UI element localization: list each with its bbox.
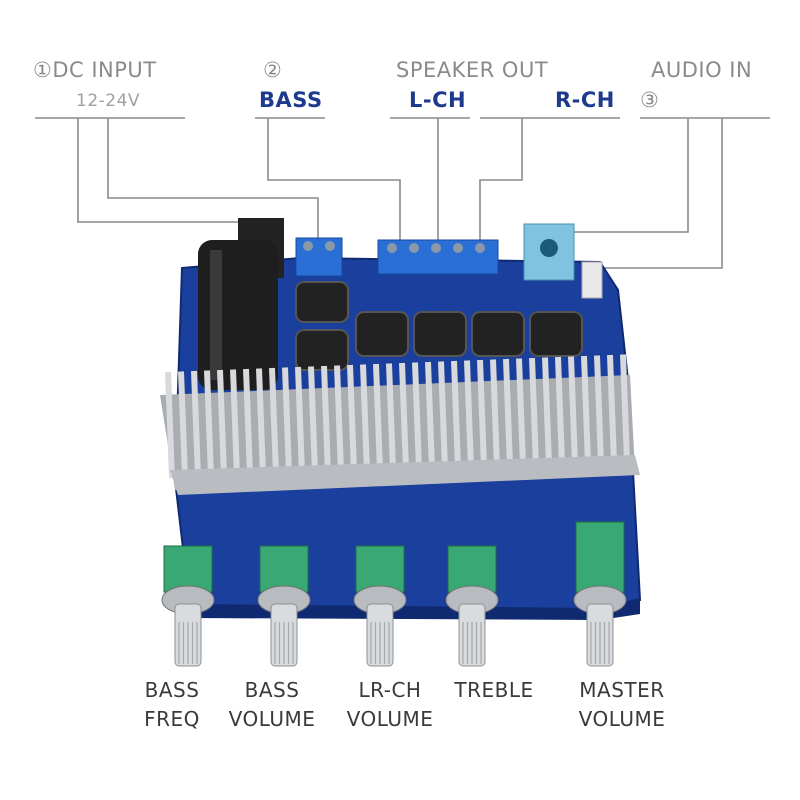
potentiometers: [161, 521, 627, 667]
heatsink-fin: [191, 370, 201, 478]
heatsink-fin: [217, 369, 227, 477]
heatsink: [160, 354, 640, 495]
knob-label-treble: TREBLE: [454, 678, 534, 702]
knob-label-bass-volume: BASS VOLUME: [228, 678, 316, 731]
potentiometer-knob[interactable]: [353, 545, 407, 667]
heatsink-fin: [399, 362, 409, 471]
heatsink-fin: [490, 359, 500, 467]
heatsink-fin: [308, 366, 318, 474]
heatsink-fin: [516, 358, 526, 466]
heatsink-fin: [230, 369, 240, 476]
heatsink-fin: [568, 356, 578, 465]
heatsink-fin: [620, 354, 630, 463]
heatsink-fin: [594, 355, 604, 464]
capacitor: [198, 218, 284, 390]
potentiometer-knob[interactable]: [257, 545, 311, 667]
audio-jack: [523, 223, 575, 281]
heatsink-fin: [451, 360, 461, 469]
right-channel-label: R-CH: [555, 88, 615, 112]
speaker-terminal: [377, 239, 499, 275]
heatsink-fin: [165, 371, 175, 479]
heatsink-fin: [581, 355, 591, 464]
heatsink-fin: [529, 357, 539, 466]
leader-lines: [35, 117, 770, 269]
heatsink-fin: [204, 370, 214, 477]
knob-label-bass-freq: BASS FREQ: [144, 678, 200, 731]
potentiometer-knob[interactable]: [573, 521, 627, 667]
bass-number-label: ②: [263, 58, 283, 82]
heatsink-fin: [256, 368, 266, 475]
knob-label-master-volume: MASTER VOLUME: [578, 678, 666, 731]
heatsink-fin: [347, 364, 357, 472]
heatsink-fin: [438, 361, 448, 469]
heatsink-fin: [321, 365, 331, 473]
speaker-out-label: SPEAKER OUT: [396, 58, 549, 82]
heatsink-fin: [425, 361, 435, 470]
heatsink-fin: [503, 358, 513, 467]
left-channel-label: L-CH: [409, 88, 467, 112]
heatsink-fin: [464, 360, 474, 468]
potentiometer-knob[interactable]: [161, 545, 215, 667]
heatsink-fin: [243, 368, 253, 476]
aux-connector: [581, 261, 603, 299]
dc-voltage-label: 12-24V: [76, 91, 141, 111]
heatsink-fin: [373, 363, 383, 471]
heatsink-fin: [282, 367, 292, 475]
dc-input-label: ①DC INPUT: [33, 58, 157, 82]
heatsink-fin: [555, 356, 565, 465]
potentiometer-knob[interactable]: [445, 545, 499, 667]
heatsink-fin: [607, 354, 617, 463]
heatsink-fin: [412, 362, 422, 470]
audio-in-label: AUDIO IN: [651, 58, 753, 82]
heatsink-fin: [542, 357, 552, 466]
dc-terminal: [295, 237, 343, 277]
inductors: [295, 281, 583, 371]
knob-label-lr-volume: LR-CH VOLUME: [346, 678, 434, 731]
heatsink-fin: [269, 367, 279, 475]
heatsink-fin: [386, 363, 396, 471]
heatsink-fin: [477, 359, 487, 468]
heatsink-fin: [178, 371, 188, 478]
heatsink-fin: [360, 364, 370, 472]
audio-number-label: ③: [640, 88, 660, 112]
heatsink-fin: [334, 365, 344, 473]
heatsink-fin: [295, 366, 305, 474]
bass-output-label: BASS: [259, 88, 323, 112]
